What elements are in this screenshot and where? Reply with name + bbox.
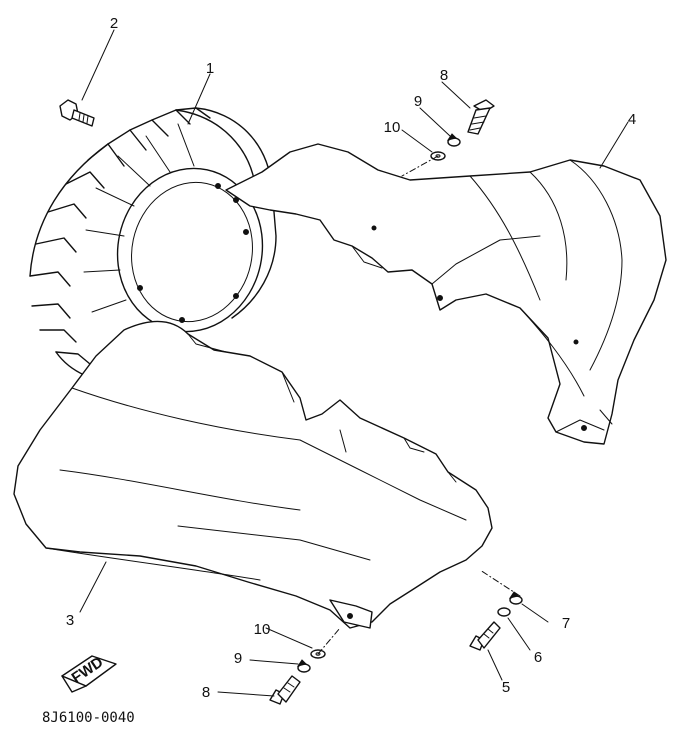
lower-air-shroud xyxy=(13,320,493,629)
leader-lines xyxy=(79,29,629,697)
bolt-2 xyxy=(59,99,95,127)
bolt-8-upper xyxy=(467,99,495,135)
callout-3: 3 xyxy=(66,612,74,629)
callout-9-upper: 9 xyxy=(414,93,422,110)
drawing-code: 8J6100-0040 xyxy=(42,710,135,726)
callout-8-lower: 8 xyxy=(202,684,210,701)
fan-spokes xyxy=(83,123,195,313)
upper-air-shroud xyxy=(225,143,667,445)
callout-1: 1 xyxy=(206,60,214,77)
callout-9-lower: 9 xyxy=(234,650,242,667)
callout-10-upper: 10 xyxy=(384,119,401,136)
washer-6 xyxy=(497,607,511,617)
callout-7: 7 xyxy=(562,615,570,632)
bolt-8-lower xyxy=(269,675,301,705)
callout-10-lower: 10 xyxy=(254,621,271,638)
bolt-5 xyxy=(469,621,501,651)
callout-6: 6 xyxy=(534,649,542,666)
callout-4: 4 xyxy=(628,111,636,128)
lock-washer-9-lower xyxy=(296,659,311,673)
fwd-direction-badge: FWD xyxy=(61,654,117,693)
callout-2: 2 xyxy=(110,15,118,32)
lock-washer-9-upper xyxy=(446,133,461,147)
callout-5: 5 xyxy=(502,679,510,696)
callout-8-upper: 8 xyxy=(440,67,448,84)
